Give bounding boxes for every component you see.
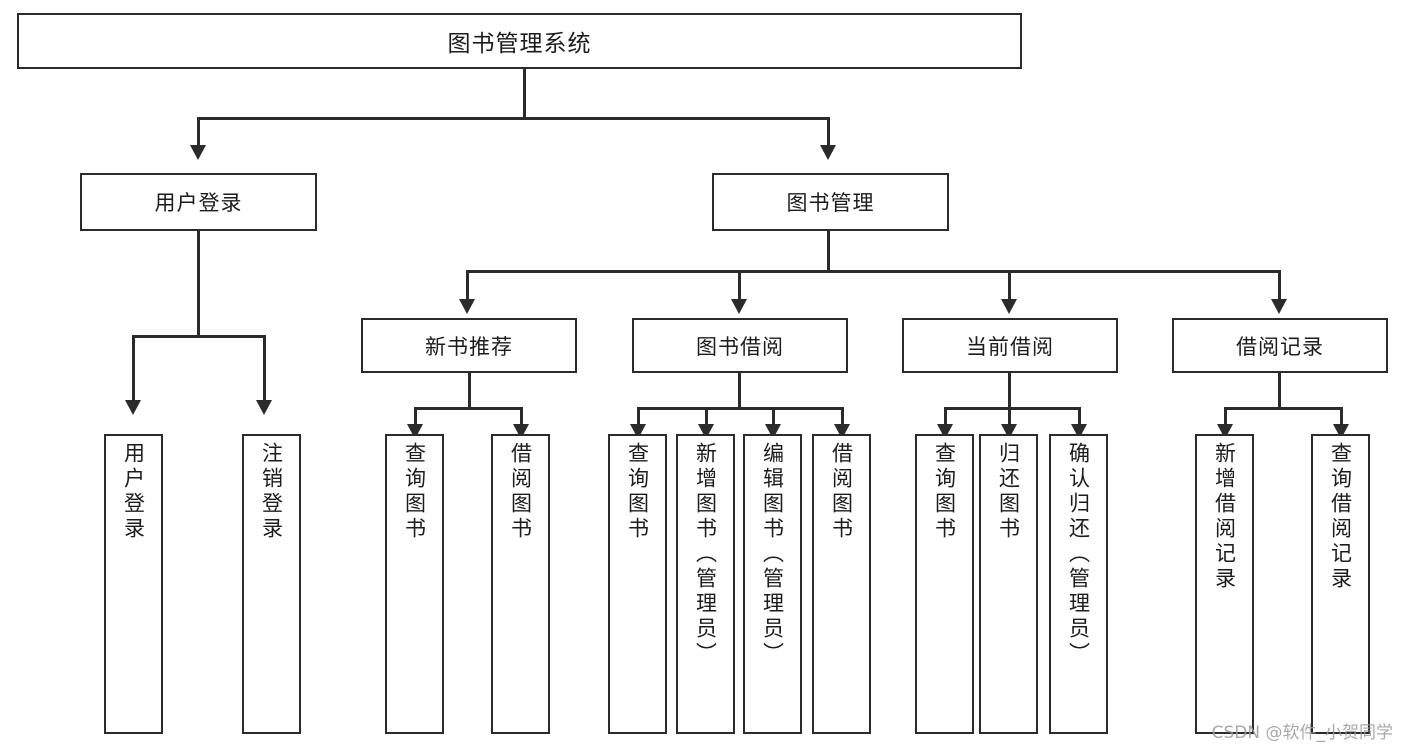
node-label: 新增图书（管理员） (693, 442, 718, 667)
leaf-query-borrow-record[interactable]: 查询借阅记录 (1311, 434, 1370, 734)
connector-current-borrow-c3 (1078, 407, 1081, 431)
connector-current-borrow-c1 (944, 407, 947, 431)
node-label: 查询图书 (932, 442, 957, 542)
connector-current-borrow-bar (944, 407, 1080, 410)
node-label: 新书推荐 (425, 334, 513, 359)
connector-new-book-bar (414, 407, 522, 410)
node-label: 归还图书 (996, 442, 1021, 542)
node-label: 用户登录 (121, 442, 146, 542)
connector-borrow-record-stem (1278, 373, 1281, 409)
node-label: 图书管理 (786, 191, 875, 215)
leaf-edit-book-admin[interactable]: 编辑图书（管理员） (743, 434, 802, 734)
connector-book-borrow-c1 (637, 407, 640, 431)
connector-root-bar (197, 117, 828, 120)
connector-to-new-book (466, 270, 469, 302)
node-label: 查询借阅记录 (1328, 442, 1353, 592)
node-label: 查询图书 (402, 442, 427, 542)
node-label: 编辑图书（管理员） (760, 442, 785, 667)
csdn-watermark: CSDN @软件_小贺同学 (1211, 723, 1393, 743)
connector-book-borrow-bar (637, 407, 844, 410)
leaf-query-book-new[interactable]: 查询图书 (385, 434, 444, 734)
connector-book-borrow-c2 (705, 407, 708, 431)
node-label: 用户登录 (154, 191, 243, 215)
leaf-add-borrow-record[interactable]: 新增借阅记录 (1195, 434, 1254, 734)
arrow-to-borrow-record (1271, 299, 1287, 314)
connector-book-borrow-stem (738, 373, 741, 409)
connector-book-management-stem (827, 231, 830, 272)
node-label: 借阅记录 (1236, 334, 1324, 359)
node-user-login[interactable]: 用户登录 (80, 173, 317, 231)
connector-borrow-record-bar (1224, 407, 1342, 410)
connector-to-borrow-record (1278, 270, 1281, 302)
connector-new-book-stem (468, 373, 471, 409)
connector-borrow-record-c2 (1340, 407, 1343, 431)
connector-current-borrow-c2 (1008, 407, 1011, 431)
connector-to-current-borrow (1008, 270, 1011, 302)
leaf-add-book-admin[interactable]: 新增图书（管理员） (676, 434, 735, 734)
connector-root-stem (523, 69, 526, 118)
node-label: 图书管理系统 (447, 31, 592, 57)
leaf-borrow-book-new[interactable]: 借阅图书 (491, 434, 550, 734)
arrow-to-current-borrow (1001, 299, 1017, 314)
connector-to-book-management (827, 117, 830, 149)
connector-borrow-record-c1 (1224, 407, 1227, 431)
node-new-book-recommend[interactable]: 新书推荐 (361, 318, 577, 373)
node-current-borrow[interactable]: 当前借阅 (902, 318, 1118, 373)
node-label: 图书借阅 (696, 334, 784, 359)
leaf-query-book-borrow[interactable]: 查询图书 (608, 434, 667, 734)
arrow-leaf-logout (256, 400, 272, 415)
node-borrow-record[interactable]: 借阅记录 (1172, 318, 1388, 373)
connector-new-book-c1 (414, 407, 417, 431)
arrow-to-book-borrow (731, 299, 747, 314)
node-label: 查询图书 (625, 442, 650, 542)
arrow-leaf-user-login (125, 400, 141, 415)
arrow-to-new-book (459, 299, 475, 314)
connector-book-borrow-c4 (841, 407, 844, 431)
node-label: 借阅图书 (508, 442, 533, 542)
node-label: 注销登录 (259, 442, 284, 542)
connector-book-borrow-c3 (772, 407, 775, 431)
connector-user-login-left (132, 335, 135, 403)
node-root-book-management-system[interactable]: 图书管理系统 (17, 13, 1022, 69)
connector-user-login-bar (132, 335, 265, 338)
connector-level2-bar (466, 270, 1280, 273)
leaf-logout[interactable]: 注销登录 (242, 434, 301, 734)
leaf-confirm-return-admin[interactable]: 确认归还（管理员） (1049, 434, 1108, 734)
node-label: 借阅图书 (829, 442, 854, 542)
connector-to-user-login (197, 117, 200, 149)
connector-to-book-borrow (738, 270, 741, 302)
arrow-to-book-management (820, 145, 836, 160)
connector-current-borrow-stem (1008, 373, 1011, 409)
arrow-to-user-login (190, 145, 206, 160)
leaf-query-book-current[interactable]: 查询图书 (915, 434, 974, 734)
node-book-borrow[interactable]: 图书借阅 (632, 318, 848, 373)
node-label: 当前借阅 (966, 334, 1054, 359)
leaf-borrow-book-borrow[interactable]: 借阅图书 (812, 434, 871, 734)
connector-user-login-stem (197, 231, 200, 337)
node-label: 新增借阅记录 (1212, 442, 1237, 592)
leaf-return-book[interactable]: 归还图书 (979, 434, 1038, 734)
node-book-management[interactable]: 图书管理 (712, 173, 949, 231)
connector-user-login-right (263, 335, 266, 403)
leaf-user-login[interactable]: 用户登录 (104, 434, 163, 734)
node-label: 确认归还（管理员） (1066, 442, 1091, 667)
connector-new-book-c2 (520, 407, 523, 431)
